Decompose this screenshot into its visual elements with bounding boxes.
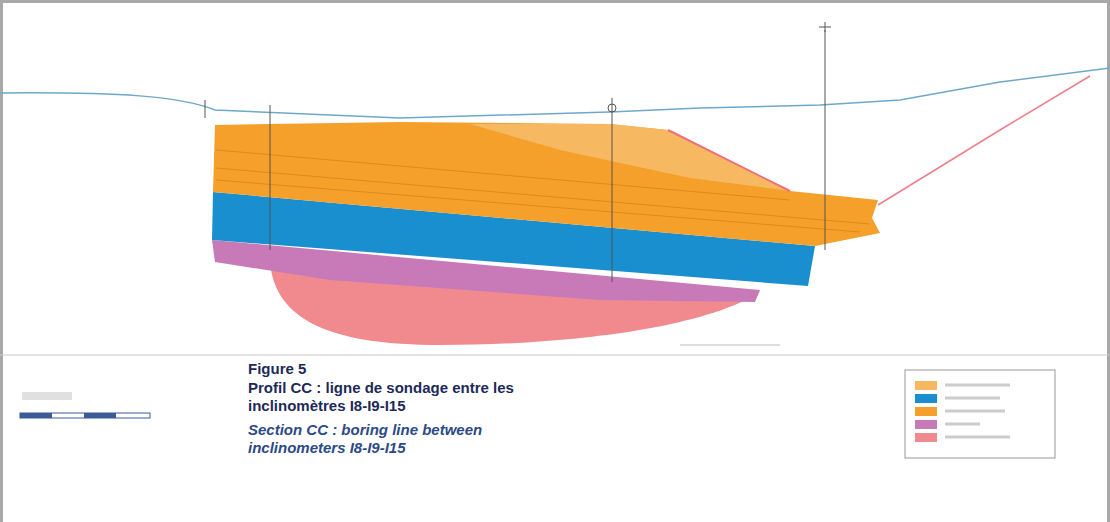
english-caption: Section CC : boring line between inclino… (248, 421, 523, 457)
figure-title: Figure 5 (248, 360, 548, 378)
orange-layer (213, 122, 880, 246)
borehole-symbol (608, 104, 616, 112)
legend-box (905, 370, 1055, 458)
figure-caption: Profil CC : ligne de sondage entre les i… (248, 379, 523, 415)
borehole-lines (205, 30, 825, 282)
upper-layer (470, 124, 790, 191)
scale-bar (20, 392, 150, 418)
ground-line (0, 68, 1110, 118)
